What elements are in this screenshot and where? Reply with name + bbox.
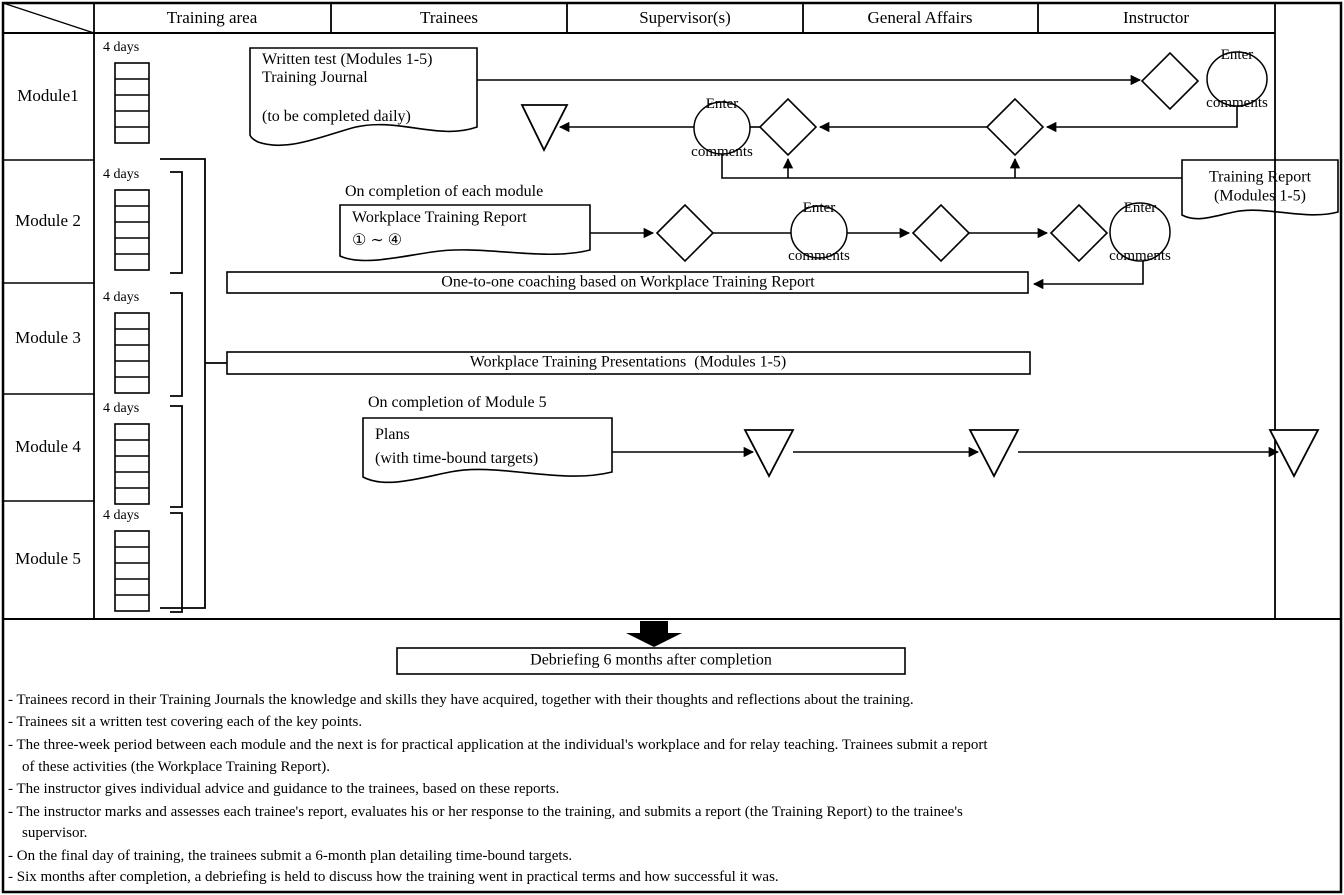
document-shapes (249, 47, 1339, 484)
module2-label: Module 2 (15, 211, 81, 231)
comments-word: comments (691, 144, 753, 160)
note-line-4: - The instructor gives individual advice… (8, 781, 560, 797)
m1-trainees-triangle (520, 104, 569, 153)
bracket-connector (160, 158, 227, 609)
bracket-module4 (170, 405, 183, 508)
note-line-3: - The three-week period between each mod… (8, 737, 988, 753)
m2-comments-circle-1 (790, 205, 848, 259)
module1-duration: 4 days (103, 40, 140, 55)
m4-triangle-supervisor (968, 429, 1020, 478)
enter-word: Enter (1220, 47, 1254, 63)
m4-triangle-trainees (743, 429, 795, 478)
module3-label: Module 3 (15, 328, 81, 348)
training-report-doc-line1: Training Report (1208, 168, 1312, 186)
m1-supervisor-comments-label: Enter comments (691, 64, 753, 192)
triangles (520, 104, 1320, 478)
workplace-report-doc-line1: Workplace Training Report (352, 209, 527, 226)
note-line-2: - Trainees sit a written test covering e… (8, 714, 363, 730)
m4-triangle-instructor (1268, 429, 1320, 478)
bracket-module3 (170, 292, 183, 397)
enter-word: Enter (705, 96, 739, 112)
calendar-module4 (114, 423, 150, 505)
enter-comments-circles (693, 51, 1268, 262)
written-test-document (249, 47, 478, 147)
comments-word: comments (1206, 95, 1268, 111)
training-report-doc-line2: (Modules 1-5) (1214, 187, 1306, 205)
comments-word: comments (1109, 248, 1171, 264)
workplace-report-doc-line2: ① ∼ ④ (352, 232, 403, 249)
plans-document (362, 417, 613, 484)
down-arrow-icon (626, 621, 682, 647)
m2-comments-label-2: Enter comments (1109, 168, 1171, 296)
module4-duration: 4 days (103, 401, 140, 416)
module-brackets (160, 158, 227, 613)
comments-word: comments (788, 248, 850, 264)
workplace-training-report-document (339, 204, 591, 262)
m2-comments-circle-2 (1109, 202, 1171, 262)
bracket-module5 (170, 512, 183, 613)
calendar-module1 (114, 62, 150, 144)
header-col-supervisors: Supervisor(s) (639, 8, 731, 28)
flow-lines (477, 74, 1280, 458)
module4-trigger-label: On completion of Module 5 (368, 394, 547, 411)
module3-duration: 4 days (103, 290, 140, 305)
note-line-6: - On the final day of training, the trai… (8, 848, 573, 864)
presentations-bar-box (226, 351, 1031, 375)
module2-trigger-label: On completion of each module (345, 183, 544, 200)
m1-instructor-comments-circle (1206, 51, 1268, 107)
calendar-stacks (114, 62, 150, 612)
m1-instructor-diamond (1140, 51, 1200, 111)
module2-duration: 4 days (103, 167, 140, 182)
enter-word: Enter (802, 200, 836, 216)
calendar-module5 (114, 530, 150, 612)
plans-doc-line2: (with time-bound targets) (375, 450, 539, 467)
note-line-3b: of these activities (the Workplace Train… (22, 759, 331, 775)
calendar-module2 (114, 189, 150, 271)
header-col-instructor: Instructor (1122, 8, 1190, 28)
header-col-trainees: Trainees (420, 8, 478, 28)
m1-comments-down-left-line (1045, 106, 1238, 133)
presentations-bar-label: Workplace Training Presentations (Module… (469, 353, 787, 371)
coaching-bar-box (226, 271, 1029, 294)
debriefing-box (396, 647, 906, 675)
coaching-bar-label: One-to-one coaching based on Workplace T… (441, 273, 815, 291)
note-line-7: - Six months after completion, a debrief… (8, 869, 779, 885)
plans-doc-line1: Plans (375, 426, 410, 443)
m2-diamond2 (911, 203, 971, 263)
decision-diamonds (655, 51, 1200, 263)
m1-supervisor-diamond (758, 97, 818, 157)
note-line-5: - The instructor marks and assesses each… (8, 804, 963, 820)
m2-comments-label-1: Enter comments (788, 168, 850, 296)
calendar-module3 (114, 312, 150, 394)
written-test-doc-line1: Written test (Modules 1-5) (262, 51, 433, 68)
header-corner-diagonal (2, 2, 95, 34)
m1-instructor-comments-label: Enter comments (1206, 15, 1268, 143)
m1-ga-diamond (985, 97, 1045, 157)
bars (226, 271, 1031, 675)
m1-supervisor-comments-circle (693, 101, 751, 155)
note-line-1: - Trainees record in their Training Jour… (8, 692, 914, 708)
bracket-module2 (170, 171, 183, 274)
header-col-general-affairs: General Affairs (867, 8, 973, 28)
enter-word: Enter (1123, 200, 1157, 216)
m2-comments-to-coaching-line (1032, 261, 1144, 290)
training-report-document (1181, 159, 1339, 220)
m2-diamond3 (1049, 203, 1109, 263)
module4-label: Module 4 (15, 437, 81, 457)
written-test-doc-line3: (to be completed daily) (262, 108, 411, 125)
module5-duration: 4 days (103, 508, 140, 523)
m2-diamond1 (655, 203, 715, 263)
note-line-5b: supervisor. (22, 825, 88, 841)
module5-label: Module 5 (15, 549, 81, 569)
debriefing-box-label: Debriefing 6 months after completion (530, 651, 772, 669)
header-col-training-area: Training area (166, 8, 258, 28)
module1-label: Module1 (17, 86, 79, 106)
training-report-feedback-line (721, 154, 1182, 179)
written-test-doc-line2: Training Journal (262, 69, 368, 86)
